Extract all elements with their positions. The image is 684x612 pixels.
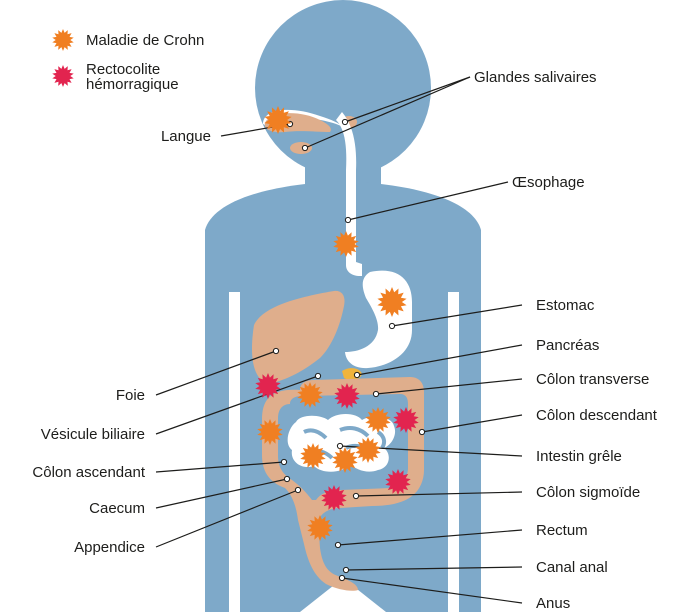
- label-anus: Anus: [536, 595, 570, 612]
- label-vesicule-biliaire: Vésicule biliaire: [41, 426, 145, 443]
- left-arm-gap: [229, 292, 240, 612]
- rch-marker-icon: [52, 65, 73, 87]
- dot-caecum: [284, 476, 289, 481]
- lower-salivary-gland: [290, 142, 312, 154]
- label-rectum: Rectum: [536, 522, 588, 539]
- dot-estomac: [389, 323, 394, 328]
- legend-crohn-label: Maladie de Crohn: [86, 32, 204, 49]
- label-caecum: Caecum: [89, 500, 145, 517]
- dot-pancreas: [354, 372, 359, 377]
- dot-colon-sigmoide: [353, 493, 358, 498]
- dot-appendice: [295, 487, 300, 492]
- dot-canal-anal: [343, 567, 348, 572]
- dot-colon-descendant: [419, 429, 424, 434]
- dot-anus: [339, 575, 344, 580]
- label-colon-descendant: Côlon descendant: [536, 407, 658, 424]
- crohn-marker-icon: [52, 29, 73, 51]
- legend-rch-label-line2: hémorragique: [86, 76, 179, 93]
- dot-vesicule: [315, 373, 320, 378]
- legend-rch-marker: [52, 65, 73, 87]
- label-intestin-grele: Intestin grêle: [536, 448, 622, 465]
- dot-gland-2: [302, 145, 307, 150]
- dot-colon-transverse: [373, 391, 378, 396]
- dot-rectum: [335, 542, 340, 547]
- label-colon-transverse: Côlon transverse: [536, 371, 649, 388]
- label-pancreas: Pancréas: [536, 337, 599, 354]
- label-foie: Foie: [116, 387, 145, 404]
- legend-crohn-marker: [52, 29, 73, 51]
- label-appendice: Appendice: [74, 539, 145, 556]
- head-shape: [255, 0, 431, 176]
- label-estomac: Estomac: [536, 297, 595, 314]
- label-glandes-salivaires: Glandes salivaires: [474, 69, 597, 86]
- label-langue: Langue: [161, 128, 211, 145]
- dot-colon-ascendant: [281, 459, 286, 464]
- label-colon-ascendant: Côlon ascendant: [32, 464, 145, 481]
- right-labels: Glandes salivaires Œsophage Estomac Panc…: [474, 69, 658, 612]
- dot-oesophage: [345, 217, 350, 222]
- dot-gland-1: [342, 119, 347, 124]
- legend: Maladie de Crohn Rectocolite hémorragiqu…: [52, 29, 204, 93]
- label-colon-sigmoide: Côlon sigmoïde: [536, 484, 640, 501]
- left-labels: Langue Foie Vésicule biliaire Côlon asce…: [32, 128, 211, 556]
- label-oesophage: Œsophage: [512, 174, 585, 191]
- label-canal-anal: Canal anal: [536, 559, 608, 576]
- dot-foie: [273, 348, 278, 353]
- dot-intestin: [337, 443, 342, 448]
